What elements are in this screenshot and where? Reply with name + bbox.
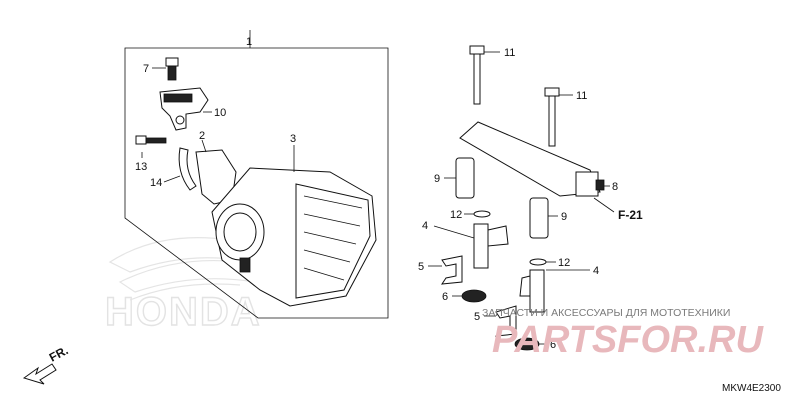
callout-3: 3 bbox=[290, 133, 296, 145]
bolt-11-upper bbox=[469, 45, 485, 105]
shop-logo-watermark: PARTSFOR.RU bbox=[492, 319, 764, 361]
clip-5-lower bbox=[494, 305, 517, 337]
spacer-9-upper bbox=[455, 157, 475, 199]
callout-5a: 5 bbox=[418, 261, 424, 273]
front-arrow-icon bbox=[22, 363, 57, 385]
fuel-rail bbox=[459, 121, 605, 197]
injector-4-lower bbox=[519, 269, 545, 313]
hose-14 bbox=[178, 147, 197, 191]
spacer-9-lower bbox=[529, 197, 549, 239]
reference-leader bbox=[593, 197, 615, 213]
callout-7: 7 bbox=[143, 63, 149, 75]
diagram-code: MKW4E2300 bbox=[722, 383, 781, 394]
callout-6a: 6 bbox=[442, 291, 448, 303]
callout-6b: 6 bbox=[550, 339, 556, 351]
callout-9b: 9 bbox=[561, 211, 567, 223]
shop-tagline-watermark: ЗАПЧАСТИ И АКСЕССУАРЫ ДЛЯ МОТОТЕХНИКИ bbox=[482, 307, 730, 319]
callout-13: 13 bbox=[135, 161, 147, 173]
o-ring-12-upper bbox=[473, 210, 491, 218]
clip-5-upper bbox=[440, 255, 463, 285]
callout-4a: 4 bbox=[422, 220, 428, 232]
reference-f21: F-21 bbox=[618, 208, 643, 222]
callout-10: 10 bbox=[214, 107, 226, 119]
o-ring-12-lower bbox=[529, 258, 547, 266]
callout-11a: 11 bbox=[504, 47, 515, 59]
callout-5b: 5 bbox=[474, 311, 480, 323]
injector-4-upper bbox=[473, 223, 509, 269]
bolt-13 bbox=[135, 135, 167, 145]
callout-2: 2 bbox=[199, 130, 205, 142]
assembly-outline bbox=[124, 47, 389, 319]
callout-4b: 4 bbox=[593, 265, 599, 277]
bolt-11-lower bbox=[544, 87, 560, 147]
callout-8: 8 bbox=[612, 181, 618, 193]
callout-14: 14 bbox=[150, 177, 162, 189]
map-sensor-10 bbox=[159, 87, 209, 131]
callout-11b: 11 bbox=[576, 90, 587, 102]
callout-12b: 12 bbox=[558, 257, 570, 269]
callout-1: 1 bbox=[246, 36, 252, 48]
bolt-7 bbox=[165, 57, 179, 81]
front-direction-label: FR. bbox=[47, 343, 71, 364]
callout-12a: 12 bbox=[450, 209, 462, 221]
throttle-body-3 bbox=[211, 167, 377, 307]
seal-6-upper bbox=[461, 289, 487, 303]
honda-watermark-text: HONDA bbox=[105, 290, 262, 334]
callout-9a: 9 bbox=[434, 173, 440, 185]
